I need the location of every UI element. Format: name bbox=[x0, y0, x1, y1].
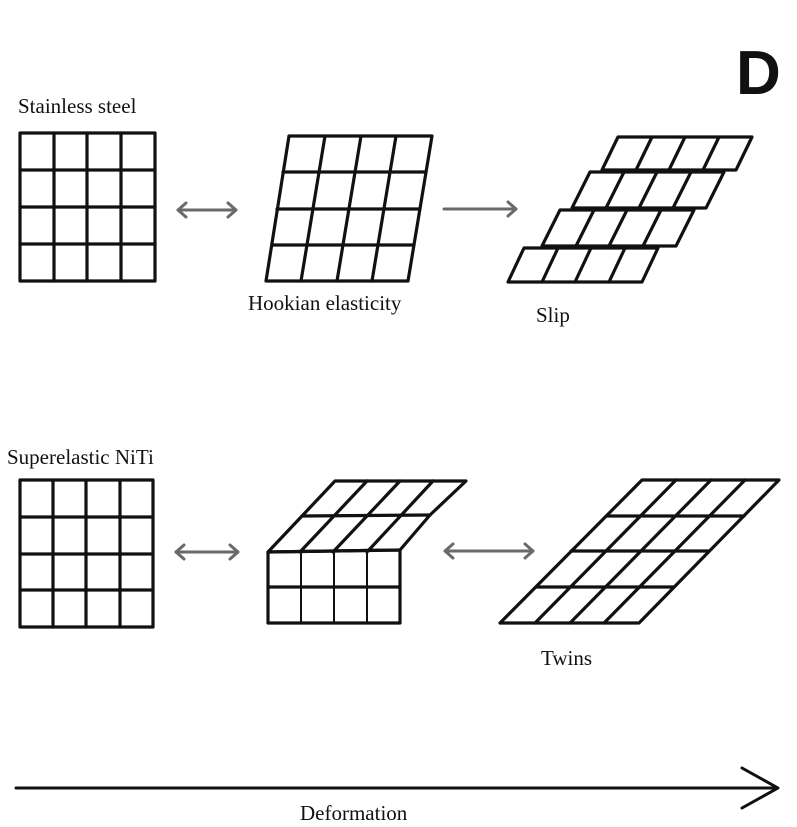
undeformed-lattice-steel bbox=[18, 131, 157, 283]
panel-label: D bbox=[736, 39, 781, 108]
undeformed-lattice-niti bbox=[18, 478, 155, 629]
elastic-sheared-lattice bbox=[264, 134, 434, 283]
reversible-arrow-steel bbox=[176, 201, 238, 219]
twin-boundary-cells bbox=[300, 552, 368, 623]
material-label-stainless-steel: Stainless steel bbox=[18, 94, 137, 118]
partially-twinned-lattice bbox=[266, 479, 468, 625]
slip-lattice bbox=[506, 135, 754, 284]
stage-label-slip: Slip bbox=[536, 303, 570, 327]
stage-label-twins: Twins bbox=[541, 646, 592, 670]
material-label-superelastic-niti: Superelastic NiTi bbox=[7, 445, 154, 469]
twinned-lattice bbox=[498, 478, 781, 625]
axis-label-deformation: Deformation bbox=[300, 801, 408, 825]
reversible-arrow-niti-1 bbox=[174, 543, 240, 561]
reversible-arrow-niti-2 bbox=[443, 542, 535, 560]
irreversible-arrow-steel bbox=[442, 200, 518, 218]
deformation-axis-arrow bbox=[14, 766, 780, 810]
stage-label-hookian-elasticity: Hookian elasticity bbox=[248, 291, 402, 315]
